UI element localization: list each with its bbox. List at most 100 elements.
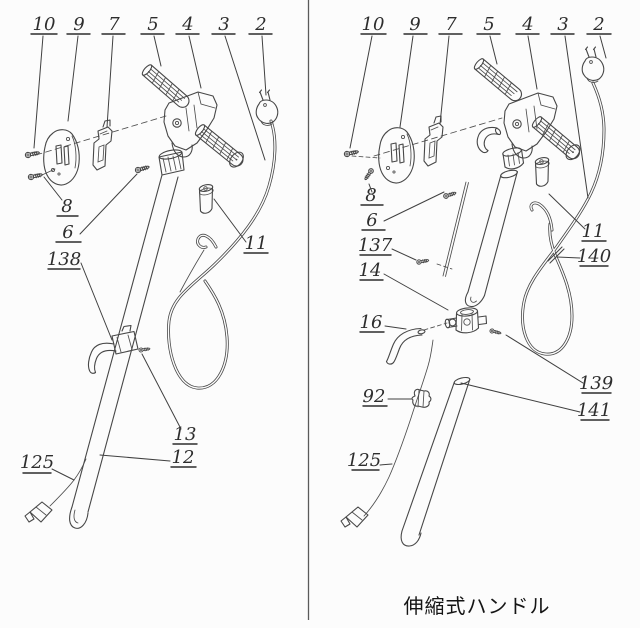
part-label-12: 12 — [99, 447, 197, 468]
label-text: 11 — [245, 233, 268, 254]
label-text: 6 — [366, 210, 377, 231]
label-text: 141 — [577, 400, 611, 421]
part-label-139: 139 — [505, 334, 613, 394]
part-label-11: 11 — [213, 198, 269, 254]
part-label-13: 13 — [141, 353, 198, 445]
label-text: 6 — [62, 222, 73, 243]
assembly-axis-dashed-line — [35, 115, 167, 156]
label-text: 10 — [33, 14, 56, 35]
right-diagram — [340, 46, 606, 547]
label-text: 5 — [147, 14, 158, 35]
part-label-3: 3 — [550, 14, 589, 199]
part-label-6: 6 — [55, 173, 138, 243]
screw-part-10 — [343, 148, 360, 158]
part-label-125: 125 — [347, 450, 393, 471]
part-label-3: 3 — [211, 14, 266, 161]
label-text: 140 — [577, 246, 611, 267]
power-plug-part-2 — [255, 89, 279, 126]
part-label-10: 10 — [349, 14, 387, 149]
label-text: 138 — [47, 249, 81, 270]
part-label-6: 6 — [361, 191, 445, 231]
part-label-4: 4 — [175, 14, 202, 89]
label-text: 9 — [73, 14, 84, 35]
part-label-14: 14 — [359, 260, 449, 311]
screw-part-10 — [24, 149, 41, 159]
part-label-125: 125 — [20, 452, 75, 481]
screw-part-6 — [134, 163, 151, 174]
upper-grip-part-5 — [472, 56, 525, 104]
part-label-92: 92 — [362, 386, 412, 407]
label-text: 7 — [445, 14, 457, 35]
cord-tie-part-140 — [547, 246, 565, 264]
label-text: 4 — [181, 14, 193, 35]
figure-caption: 伸縮式ハンドル — [404, 594, 551, 618]
label-text: 7 — [108, 14, 120, 35]
mounting-plate-part-9 — [378, 127, 415, 184]
lower-tube-part-141 — [400, 376, 471, 547]
part-label-8: 8 — [360, 183, 384, 206]
joint-part-14 — [444, 307, 488, 334]
lower-grip — [193, 122, 247, 170]
label-text: 9 — [409, 14, 420, 35]
part-label-10: 10 — [30, 14, 58, 149]
cable-clip-part-92 — [411, 388, 432, 408]
cable-part-125 — [340, 339, 434, 528]
part-label-9: 9 — [66, 14, 91, 122]
elbow-piece — [476, 126, 502, 154]
screw-part-8 — [362, 167, 375, 182]
label-text: 11 — [582, 221, 605, 242]
clamp-part-138 — [87, 324, 139, 374]
label-text: 3 — [557, 14, 568, 35]
part-label-8: 8 — [43, 176, 79, 217]
label-text: 14 — [359, 260, 382, 281]
pole-collar — [158, 149, 185, 176]
label-text: 10 — [362, 14, 385, 35]
label-text: 13 — [174, 424, 197, 445]
grip-cylinder-part-11 — [534, 155, 551, 187]
left-diagram — [24, 62, 279, 529]
part-label-140: 140 — [556, 246, 611, 267]
mounting-plate-part-9 — [43, 129, 80, 186]
power-cord-part-3 — [166, 119, 277, 390]
screw-part-137 — [415, 257, 453, 270]
switch-bracket-part-7 — [92, 119, 113, 171]
part-label-7: 7 — [438, 14, 463, 125]
label-text: 16 — [360, 312, 383, 333]
grip-cylinder-part-11 — [198, 182, 215, 214]
part-label-16: 16 — [359, 312, 407, 333]
part-label-5: 5 — [140, 14, 165, 67]
label-text: 12 — [172, 447, 195, 468]
part-label-141: 141 — [460, 382, 611, 421]
label-text: 8 — [61, 196, 72, 217]
pole-tube-part-12 — [69, 174, 179, 529]
label-text: 8 — [365, 185, 376, 206]
lock-lever-part-16 — [385, 322, 448, 365]
label-text: 2 — [254, 14, 266, 35]
screw-part-13 — [138, 346, 151, 353]
screw-part-8 — [27, 171, 44, 181]
part-label-137: 137 — [358, 235, 417, 261]
part-label-11: 11 — [548, 193, 607, 242]
label-text: 4 — [521, 14, 533, 35]
label-text: 137 — [358, 235, 393, 256]
part-label-2: 2 — [248, 14, 273, 96]
part-label-9: 9 — [399, 14, 428, 128]
upper-tube — [464, 169, 518, 308]
right-labels: 10 9 7 5 4 3 2 8 — [347, 14, 613, 471]
part-label-4: 4 — [515, 14, 540, 90]
tube-cap-piece — [502, 147, 525, 170]
part-label-5: 5 — [476, 14, 501, 65]
power-cord-part-3 — [521, 81, 606, 356]
upper-grip-part-5 — [140, 62, 193, 111]
left-labels: 10 9 7 5 4 3 2 8 — [20, 14, 273, 481]
lower-grip — [530, 114, 583, 162]
assembly-axis-dashed-line — [373, 117, 503, 157]
label-text: 125 — [347, 450, 381, 471]
label-text: 2 — [592, 14, 604, 35]
handle-head-part-4 — [163, 91, 218, 158]
label-text: 92 — [363, 386, 386, 407]
label-text: 3 — [218, 14, 229, 35]
label-text: 125 — [20, 452, 54, 473]
power-plug-part-2 — [581, 46, 605, 83]
